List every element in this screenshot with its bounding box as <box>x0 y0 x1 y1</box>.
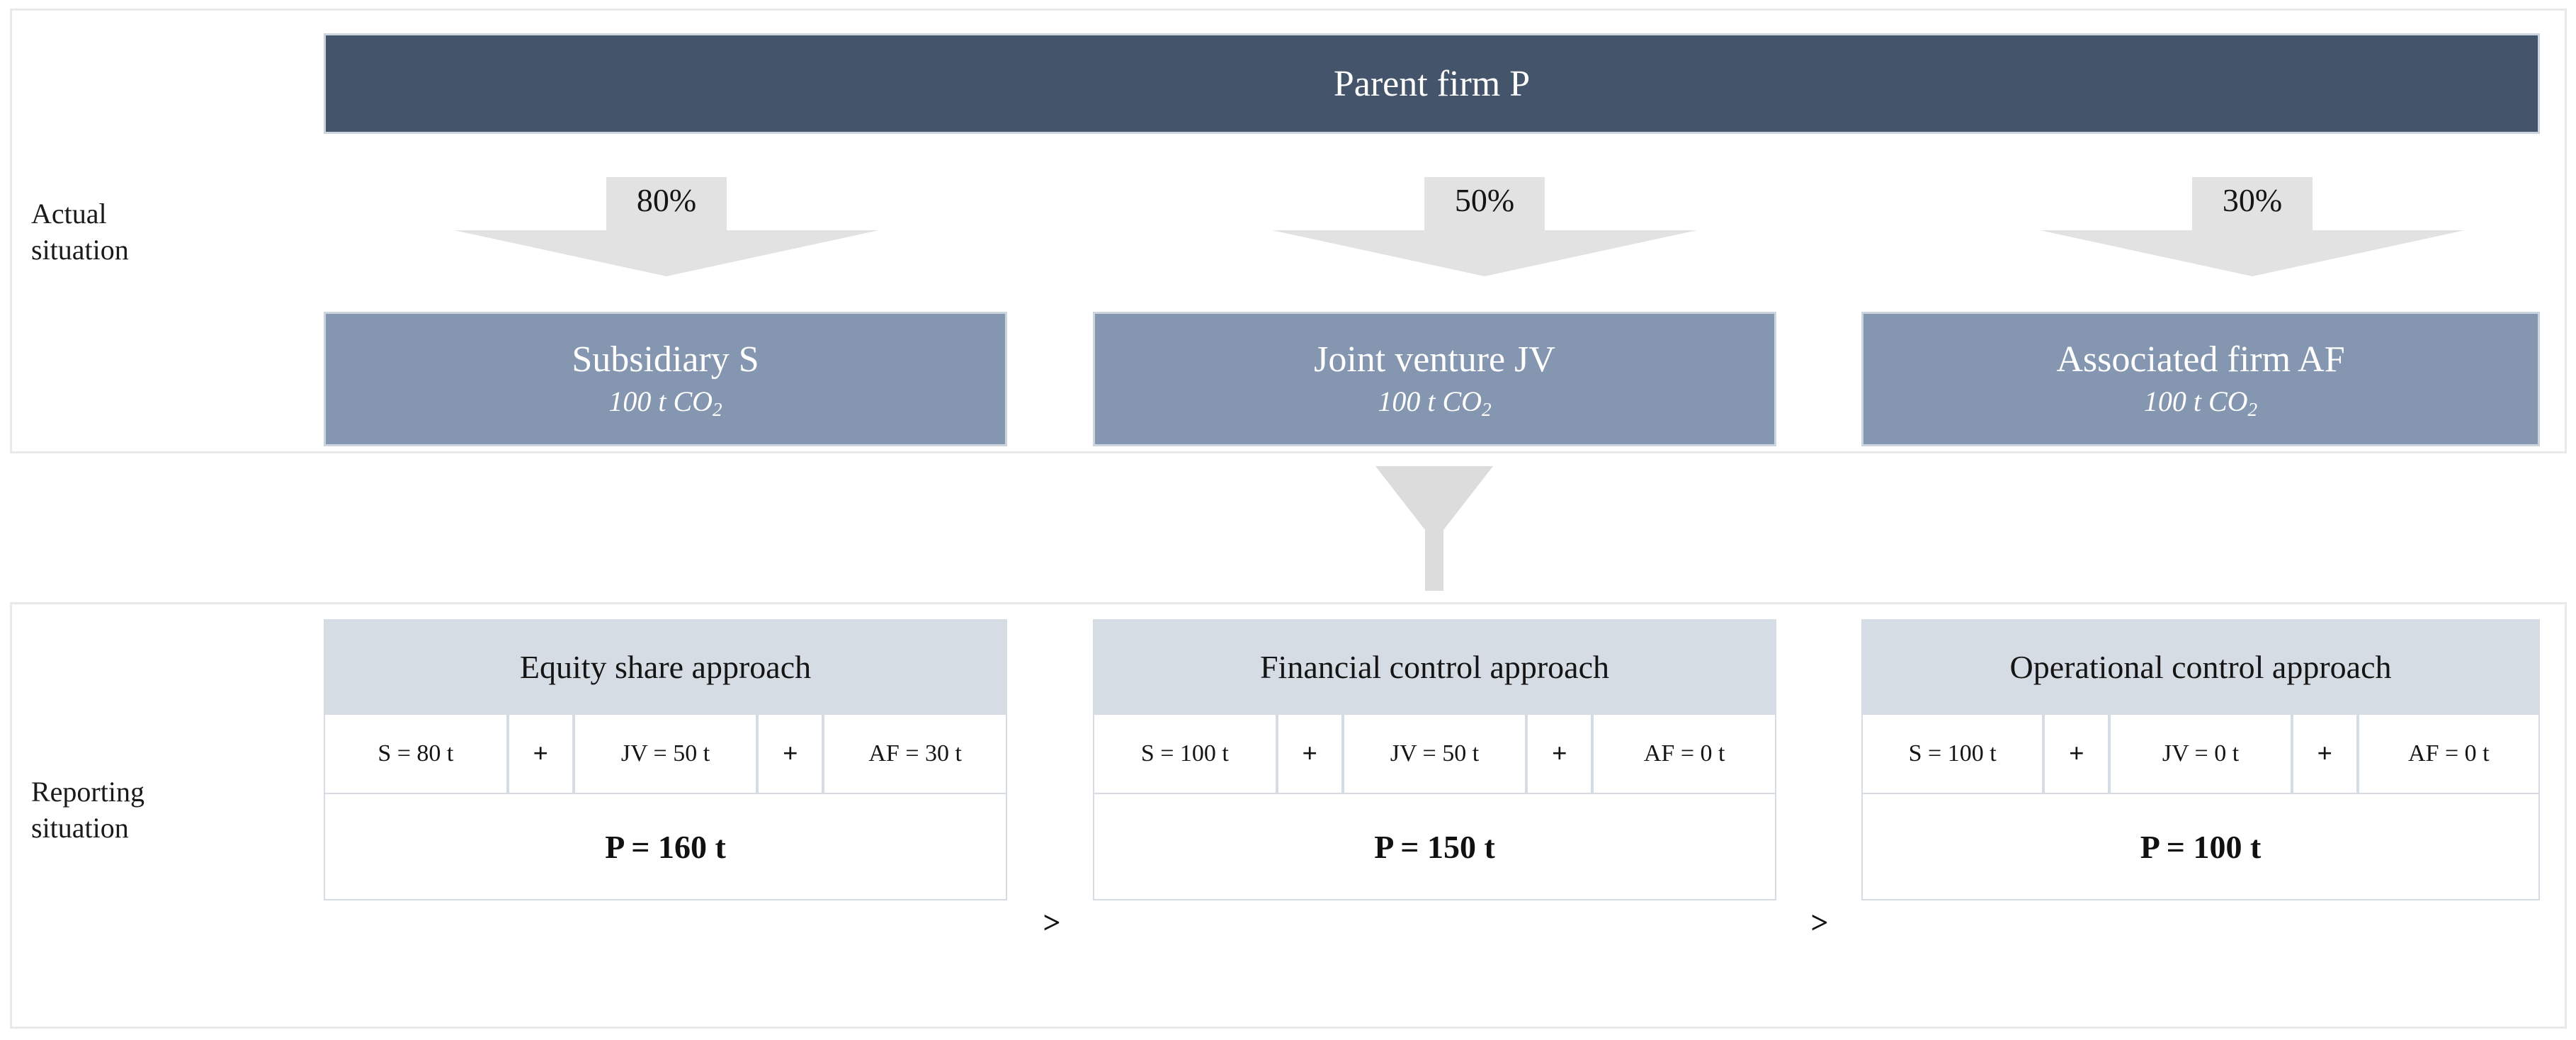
plus-operator: + <box>2291 715 2358 794</box>
entity-box-joint-venture: Joint venture JV 100 t CO2 <box>1093 312 1776 446</box>
plus-operator: + <box>1276 715 1343 794</box>
term-associated-firm: AF = 0 t <box>2357 715 2540 794</box>
actual-situation-label: Actual situation <box>31 198 129 266</box>
approach-group-financial-control: Financial control approach S = 100 t + J… <box>1093 619 1777 900</box>
plus-operator: + <box>1526 715 1593 794</box>
comparator-financial-vs-operational: > <box>1810 905 1829 940</box>
entity-box-subsidiary: Subsidiary S 100 t CO2 <box>324 312 1007 446</box>
ownership-arrow-subsidiary: 80% <box>454 177 879 276</box>
entity-emissions-value: 100 t CO <box>1378 385 1482 417</box>
entity-emissions: 100 t CO2 <box>1378 385 1492 421</box>
entity-emissions-subscript: 2 <box>1482 399 1492 421</box>
ownership-arrow-joint-venture: 50% <box>1272 177 1697 276</box>
entity-name: Associated firm AF <box>2056 339 2345 380</box>
entity-name: Joint venture JV <box>1314 339 1555 380</box>
approach-title: Operational control approach <box>1861 619 2540 715</box>
term-joint-venture: JV = 0 t <box>2109 715 2292 794</box>
reporting-situation-label: Reporting situation <box>31 776 144 844</box>
term-associated-firm: AF = 30 t <box>823 715 1008 794</box>
ownership-arrow-associated-firm: 30% <box>2040 177 2465 276</box>
funnel-icon <box>1375 466 1493 591</box>
down-arrow-icon <box>2040 177 2465 276</box>
approach-terms-row: S = 100 t + JV = 50 t + AF = 0 t <box>1093 715 1777 794</box>
term-joint-venture: JV = 50 t <box>573 715 758 794</box>
parent-firm-label: Parent firm P <box>1333 63 1531 104</box>
plus-operator: + <box>507 715 574 794</box>
entity-emissions: 100 t CO2 <box>608 385 722 421</box>
term-subsidiary: S = 80 t <box>324 715 508 794</box>
term-subsidiary: S = 100 t <box>1861 715 2044 794</box>
entity-emissions-value: 100 t CO <box>608 385 713 417</box>
approach-title: Financial control approach <box>1093 619 1776 715</box>
term-subsidiary: S = 100 t <box>1093 715 1277 794</box>
entity-emissions-value: 100 t CO <box>2143 385 2248 417</box>
comparator-equity-vs-financial: > <box>1043 905 1061 940</box>
approach-group-operational-control: Operational control approach S = 100 t +… <box>1861 619 2540 900</box>
term-associated-firm: AF = 0 t <box>1592 715 1777 794</box>
funnel-connector <box>1367 460 1502 595</box>
approach-total: P = 160 t <box>324 794 1007 900</box>
approach-terms-row: S = 80 t + JV = 50 t + AF = 30 t <box>324 715 1008 794</box>
down-arrow-icon <box>454 177 879 276</box>
approach-title: Equity share approach <box>324 619 1007 715</box>
entity-box-associated-firm: Associated firm AF 100 t CO2 <box>1861 312 2540 446</box>
term-joint-venture: JV = 50 t <box>1342 715 1527 794</box>
approach-total: P = 150 t <box>1093 794 1776 900</box>
entity-emissions: 100 t CO2 <box>2143 385 2258 421</box>
approach-total: P = 100 t <box>1861 794 2540 900</box>
plus-operator: + <box>757 715 824 794</box>
entity-name: Subsidiary S <box>572 339 759 380</box>
approach-terms-row: S = 100 t + JV = 0 t + AF = 0 t <box>1861 715 2540 794</box>
approach-group-equity-share: Equity share approach S = 80 t + JV = 50… <box>324 619 1008 900</box>
entity-emissions-subscript: 2 <box>2247 399 2258 421</box>
parent-firm-box: Parent firm P <box>324 33 2540 134</box>
down-arrow-icon <box>1272 177 1697 276</box>
plus-operator: + <box>2043 715 2110 794</box>
entity-emissions-subscript: 2 <box>713 399 722 421</box>
